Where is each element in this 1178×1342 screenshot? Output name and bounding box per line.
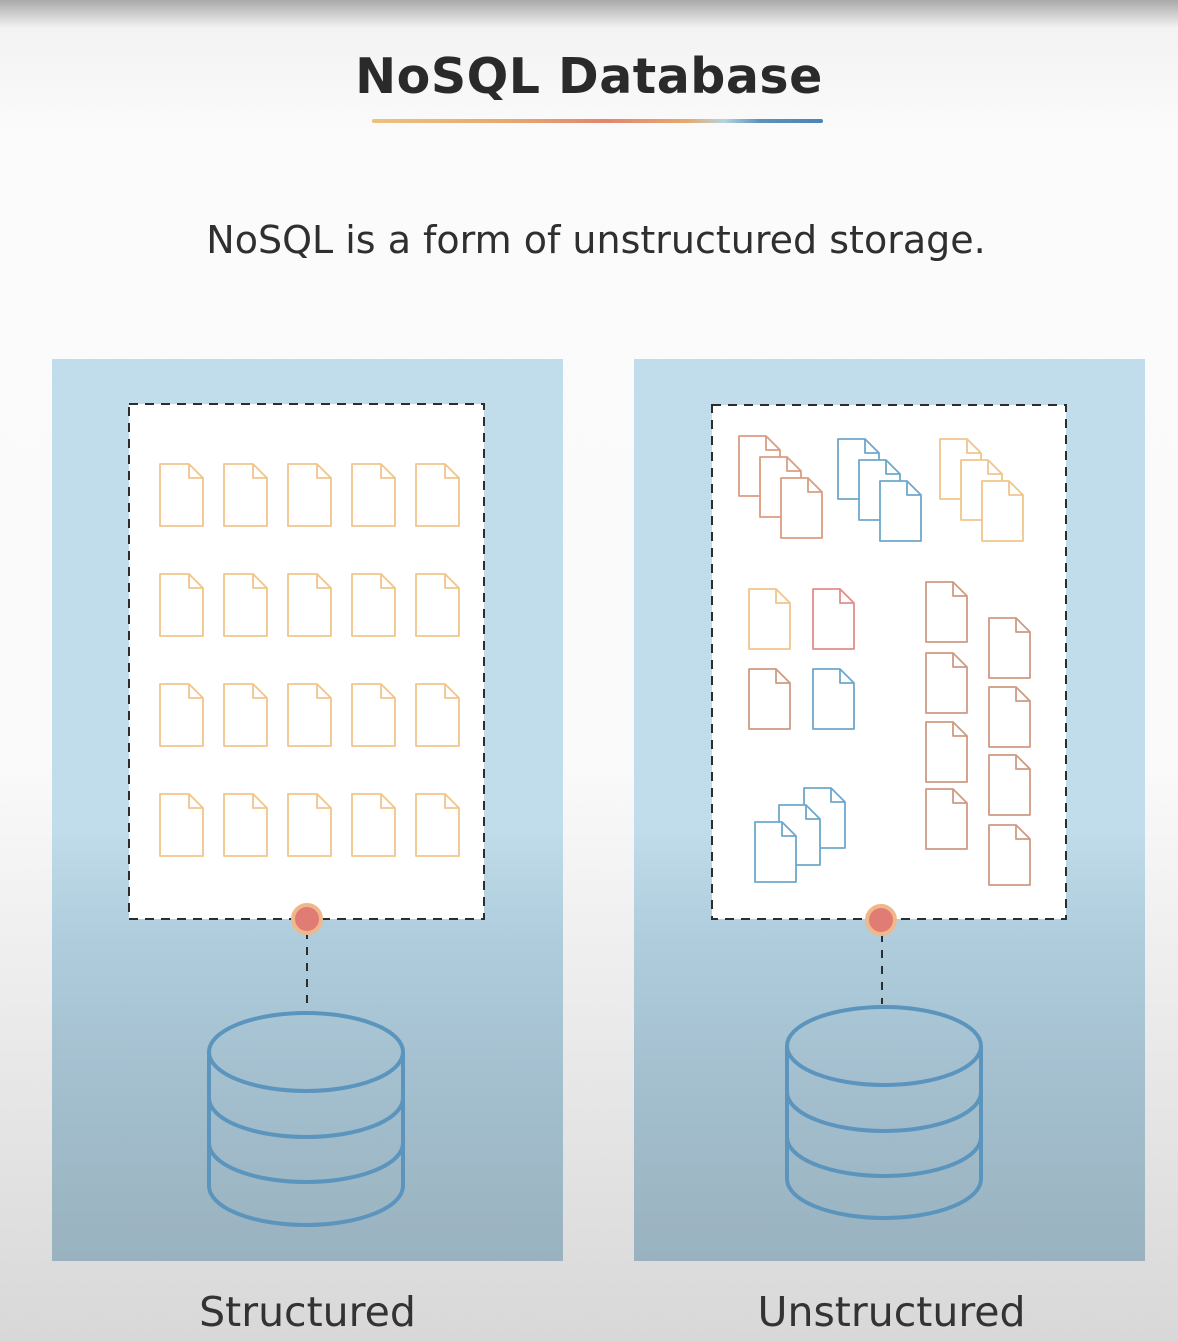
document-icon	[754, 821, 797, 883]
title-underline	[372, 119, 823, 123]
document-icon	[925, 652, 968, 714]
document-icon	[159, 683, 204, 747]
document-icon	[780, 477, 823, 539]
unstructured-panel	[634, 359, 1145, 1261]
document-icon	[988, 617, 1031, 679]
unstructured-label: Unstructured	[757, 1288, 1026, 1336]
structured-documents	[159, 463, 460, 857]
document-icon	[223, 463, 268, 527]
document-icon	[415, 793, 460, 857]
unstructured-diagram	[711, 404, 1067, 1220]
database-icon	[785, 1005, 983, 1220]
connector-dot-icon	[291, 903, 323, 935]
document-icon	[159, 793, 204, 857]
document-icon	[287, 573, 332, 637]
document-icon	[223, 573, 268, 637]
document-icon	[159, 573, 204, 637]
document-icon	[159, 463, 204, 527]
document-icon	[287, 683, 332, 747]
page-subtitle: NoSQL is a form of unstructured storage.	[206, 218, 986, 262]
document-icon	[223, 793, 268, 857]
document-icon	[988, 824, 1031, 886]
document-icon	[415, 683, 460, 747]
document-icon	[812, 588, 855, 650]
document-icon	[988, 754, 1031, 816]
document-icon	[351, 463, 396, 527]
document-icon	[879, 480, 922, 542]
document-icon	[748, 588, 791, 650]
document-icon	[287, 463, 332, 527]
document-icon	[351, 573, 396, 637]
structured-label: Structured	[199, 1288, 416, 1336]
document-icon	[925, 788, 968, 850]
structured-panel	[52, 359, 563, 1261]
unstructured-documents	[738, 435, 1031, 886]
connector-dot-icon	[865, 904, 897, 936]
document-icon	[988, 686, 1031, 748]
document-icon	[351, 683, 396, 747]
document-icon	[812, 668, 855, 730]
document-icon	[351, 793, 396, 857]
document-icon	[287, 793, 332, 857]
document-icon	[748, 668, 791, 730]
structured-diagram	[128, 403, 485, 1227]
document-icon	[223, 683, 268, 747]
document-icon	[925, 721, 968, 783]
document-icon	[925, 581, 968, 643]
document-icon	[415, 463, 460, 527]
document-icon	[981, 480, 1024, 542]
document-icon	[415, 573, 460, 637]
page-title: NoSQL Database	[355, 48, 823, 105]
database-icon	[207, 1011, 405, 1227]
